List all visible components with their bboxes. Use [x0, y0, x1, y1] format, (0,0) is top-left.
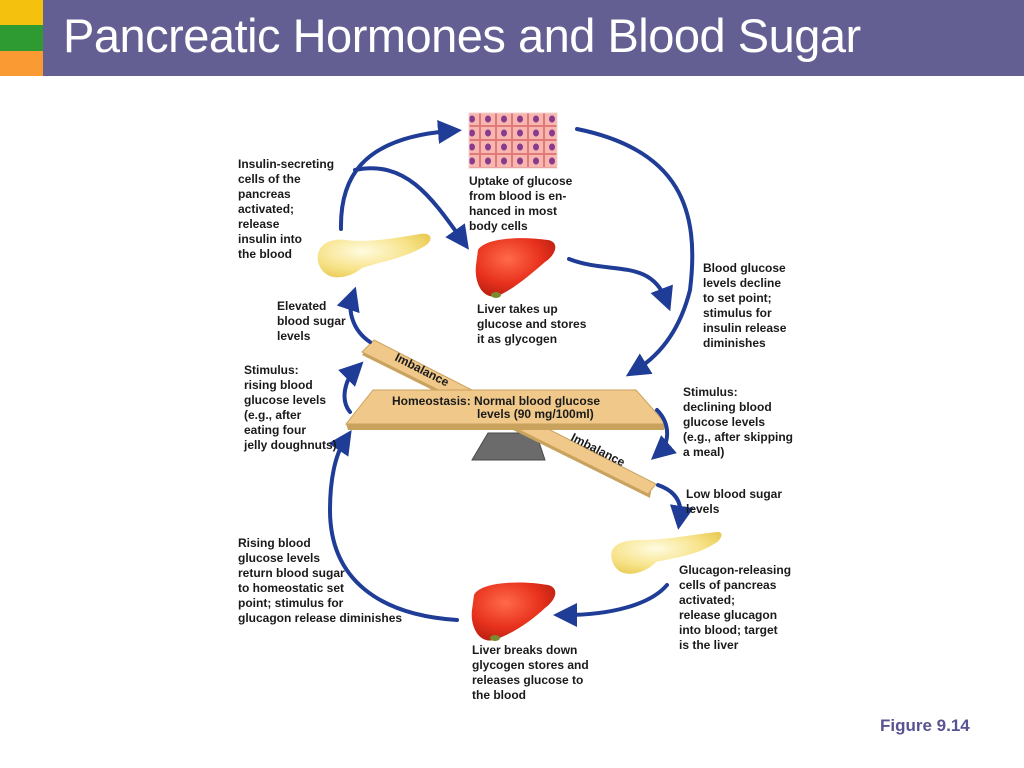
arrow-pancreas-to-liver	[353, 166, 469, 250]
title-stripe-orange	[0, 51, 43, 76]
arrow-stimulus-to-imbalance	[338, 361, 364, 414]
liver-bottom-illustration	[471, 582, 556, 641]
pancreas-bottom-illustration	[611, 532, 722, 574]
label-insulin-secreting: Insulin-secreting cells of the pancreas …	[238, 157, 335, 261]
arrow-liver-to-rising	[327, 430, 459, 622]
label-stimulus-rising: Stimulus: rising blood glucose levels (e…	[244, 363, 337, 452]
arrow-homeostasis-to-imbalance-low	[650, 408, 677, 460]
title-stripe-yellow	[0, 0, 43, 25]
figure-label: Figure 9.14	[880, 716, 970, 735]
label-low-sugar: Low blood sugar levels	[686, 487, 782, 516]
label-stimulus-declining: Stimulus: declining blood glucose levels…	[683, 385, 794, 459]
label-glucose-decline: Blood glucose levels decline to set poin…	[703, 261, 787, 350]
label-uptake-glucose: Uptake of glucose from blood is en- hanc…	[469, 174, 573, 233]
arrow-glucagon-to-liver	[553, 583, 669, 627]
label-rising-return: Rising blood glucose levels return blood…	[238, 536, 403, 625]
homeostasis-label-line2: levels (90 mg/100ml)	[477, 407, 594, 421]
label-liver-breaks-down: Liver breaks down glycogen stores and re…	[472, 643, 589, 702]
arrow-imbalance-to-low-sugar	[656, 483, 694, 530]
homeostasis-label-line1: Homeostasis: Normal blood glucose	[392, 394, 600, 408]
liver-top-illustration	[475, 238, 556, 298]
body-cells-illustration	[468, 112, 558, 169]
label-liver-takes-up: Liver takes up glucose and stores it as …	[477, 302, 587, 346]
label-elevated-sugar: Elevated blood sugar levels	[277, 299, 346, 343]
slide-title: Pancreatic Hormones and Blood Sugar	[63, 9, 861, 62]
arrow-pancreas-to-cells	[338, 119, 462, 231]
label-glucagon-releasing: Glucagon-releasing cells of pancreas act…	[679, 563, 792, 652]
arrow-imbalance-to-elevated	[336, 286, 372, 344]
title-bar: Pancreatic Hormones and Blood Sugar	[43, 0, 1024, 76]
seesaw-homeostasis-plank	[344, 389, 668, 430]
pancreas-top-illustration	[317, 233, 431, 278]
arrow-cells-to-homeostasis	[575, 127, 695, 377]
arrow-liver-to-decline	[567, 257, 673, 312]
title-stripe-green	[0, 25, 43, 51]
